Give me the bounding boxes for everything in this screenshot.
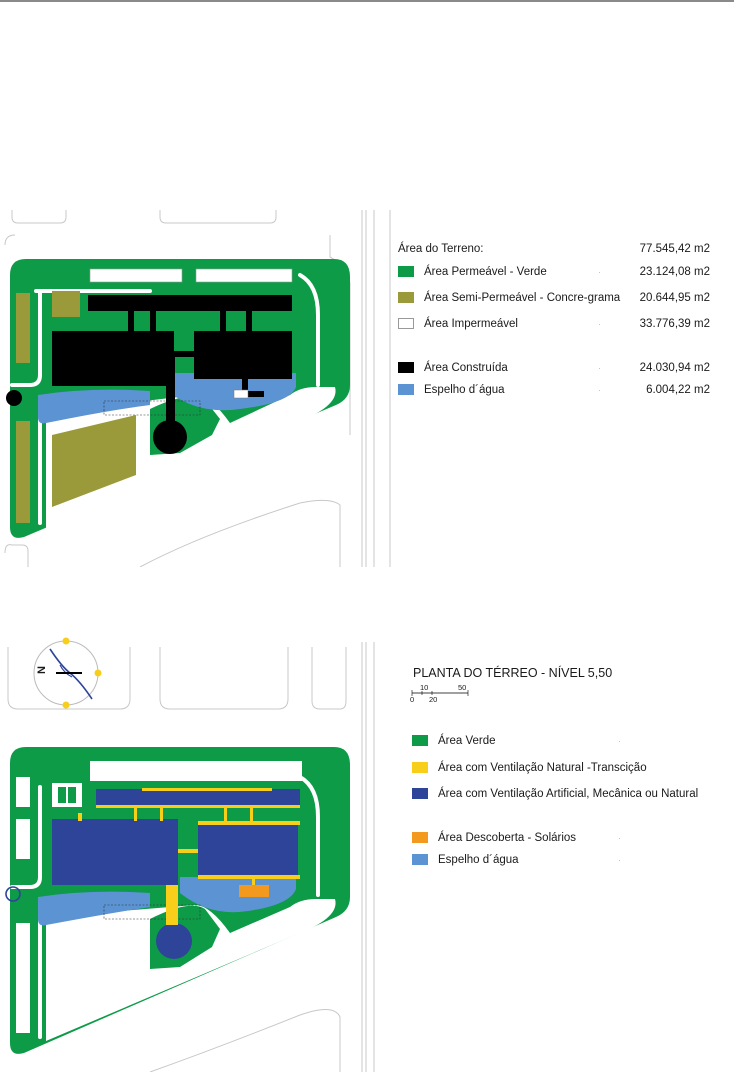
compass-north-letter: N: [35, 666, 48, 674]
legend-swatch: [412, 832, 428, 843]
legend-row-semi-permeavel: Área Semi-Permeável - Concre-grama 20.64…: [398, 290, 710, 306]
plan2-title: PLANTA DO TÉRREO - NÍVEL 5,50: [413, 666, 613, 680]
legend-row-espelho: Espelho d´água · 6.004,22 m2: [398, 382, 710, 398]
legend-swatch: [398, 266, 414, 277]
dot-leader: ·: [618, 833, 621, 843]
dot-leader: ·: [598, 363, 601, 373]
dot-leader: ·: [598, 267, 601, 277]
scale-label: 0: [410, 695, 415, 704]
legend-label: Área Permeável - Verde: [424, 266, 547, 278]
scale-label: 20: [429, 695, 438, 704]
site-plan-ventilation-map: [0, 637, 400, 1072]
legend-label: Área Semi-Permeável - Concre-grama: [424, 292, 621, 304]
dot-leader: ·: [618, 736, 621, 746]
legend-value: 33.776,39 m2: [639, 318, 710, 330]
legend-value: 6.004,22 m2: [646, 384, 710, 396]
legend-value: 24.030,94 m2: [639, 362, 710, 374]
legend-swatch: [398, 292, 414, 303]
legend-row-area-descoberta: Área Descoberta - Solários ·: [412, 830, 730, 846]
legend-value: 77.545,42 m2: [639, 243, 710, 255]
legend-swatch: [412, 854, 428, 865]
north-compass: [33, 637, 102, 709]
legend-row-ventilacao-artificial: Área com Ventilação Artificial, Mecânica…: [412, 786, 730, 802]
legend-swatch: [398, 384, 414, 395]
legend-label: Espelho d´água: [438, 854, 519, 866]
legend-label: Área do Terreno:: [398, 243, 484, 255]
legend-swatch: [398, 362, 414, 373]
dot-leader: ·: [598, 319, 601, 329]
legend-swatch: [412, 788, 428, 799]
legend-label: Área com Ventilação Natural -Transcição: [438, 762, 647, 774]
dot-leader: ·: [618, 855, 621, 865]
legend-swatch: [412, 762, 428, 773]
scale-bar: 10 50 0 20: [410, 683, 470, 704]
legend-row-permeavel: Área Permeável - Verde · 23.124,08 m2: [398, 264, 710, 280]
legend-row-espelho: Espelho d´água ·: [412, 852, 730, 868]
legend-label: Área Construída: [424, 362, 508, 374]
legend-label: Área com Ventilação Artificial, Mecânica…: [438, 788, 699, 800]
scale-label: 50: [458, 683, 467, 692]
scale-label: 10: [420, 683, 429, 692]
legend-row-area-verde: Área Verde ·: [412, 733, 730, 749]
dot-leader: ·: [598, 385, 601, 395]
plan2-legend: Área Verde · Área com Ventilação Natural…: [412, 733, 730, 873]
legend-row-impermeavel: Área Impermeável · 33.776,39 m2: [398, 316, 710, 332]
legend-value: 20.644,95 m2: [639, 292, 710, 304]
legend-row-construida: Área Construída · 24.030,94 m2: [398, 360, 710, 376]
site-plan-permeability-map: [0, 205, 400, 567]
legend-label: Área Descoberta - Solários: [438, 832, 577, 844]
plan1-legend: Área do Terreno: 77.545,42 m2 Área Perme…: [398, 237, 710, 407]
legend-label: Área Verde: [438, 735, 496, 747]
legend-value: 23.124,08 m2: [639, 266, 710, 278]
legend-swatch: [412, 735, 428, 746]
legend-label: Área Impermeável: [424, 318, 518, 330]
legend-label: Espelho d´água: [424, 384, 505, 396]
legend-swatch: [398, 318, 414, 329]
legend-row-ventilacao-natural: Área com Ventilação Natural -Transcição: [412, 760, 730, 776]
legend-row-terreno: Área do Terreno: 77.545,42 m2: [398, 241, 710, 257]
top-border-line: [0, 0, 734, 2]
